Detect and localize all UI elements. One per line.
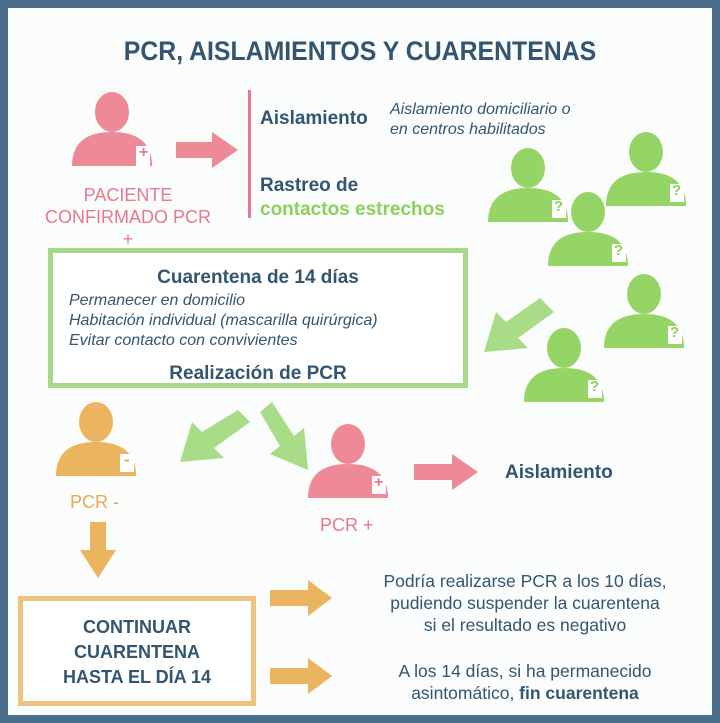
quarantine-item: Habitación individual (mascarilla quirúr… — [69, 312, 378, 329]
question-mark-icon: ? — [614, 242, 624, 259]
patient-label-line1: PACIENTE — [83, 185, 173, 205]
page-title: PCR, AISLAMIENTOS Y CUARENTENAS — [123, 36, 597, 66]
isolation-desc-line2: en centros habilitados — [390, 121, 546, 138]
arrow-patient-to-actions — [176, 132, 238, 168]
minus-sign-icon: - — [124, 450, 130, 469]
quarantine-title: Cuarentena de 14 días — [157, 267, 359, 288]
tracing-line1: Rastreo de — [260, 175, 359, 196]
note-14-line2-text: asintomático, — [411, 683, 520, 703]
sign-tags — [120, 146, 684, 494]
contact-tracing-label: Rastreo de contactos estrechos — [260, 174, 445, 222]
arrow-to-note-14-days — [270, 658, 332, 694]
note-14-days: A los 14 días, si ha permanecido asintom… — [338, 660, 712, 704]
arrow-contacts-to-quarantine — [484, 298, 554, 352]
patient-label-line2: CONFIRMADO PCR + — [45, 207, 211, 249]
end-quarantine-text: fin cuarentena — [519, 683, 639, 703]
continue-line1: CONTINUAR — [83, 617, 191, 637]
note-10-line3: si el resultado es negativo — [423, 615, 627, 635]
pcr-test-label: Realización de PCR — [169, 363, 347, 384]
continue-quarantine-box: CONTINUAR CUARENTENA HASTA EL DÍA 14 — [18, 596, 256, 706]
isolation-description: Aislamiento domiciliario o en centros ha… — [390, 100, 571, 140]
isolation-desc-line1: Aislamiento domiciliario o — [390, 101, 571, 118]
note-14-line2: asintomático, fin cuarentena — [338, 682, 712, 704]
patient-confirmed-label: PACIENTE CONFIRMADO PCR + — [38, 184, 218, 250]
continue-quarantine-text: CONTINUAR CUARENTENA HASTA EL DÍA 14 — [23, 615, 251, 690]
plus-sign-icon: + — [374, 474, 384, 491]
question-mark-icon: ? — [590, 378, 600, 395]
continue-line3: HASTA EL DÍA 14 — [62, 667, 212, 687]
arrow-positive-to-isolation — [414, 454, 478, 490]
note-10-days: Podría realizarse PCR a los 10 días, pud… — [338, 570, 712, 636]
divider-line — [248, 90, 251, 218]
infographic-frame: + ? ? ? ? ? - + PCR, AISLAMIENTOS Y CUAR… — [8, 8, 712, 715]
question-mark-icon: ? — [554, 198, 564, 215]
quarantine-box: Cuarentena de 14 días Permanecer en domi… — [48, 248, 468, 388]
arrow-to-note-10-days — [270, 580, 332, 616]
plus-sign-icon: + — [139, 144, 149, 161]
quarantine-item: Evitar contacto con convivientes — [69, 332, 298, 349]
quarantine-item: Permanecer en domicilio — [69, 292, 246, 309]
pcr-positive-label: PCR + — [320, 515, 374, 535]
pcr-negative-label: PCR - — [70, 492, 119, 512]
note-10-line2: pudiendo suspender la cuarentena — [390, 593, 660, 613]
quarantine-items: Permanecer en domicilio Habitación indiv… — [69, 291, 378, 351]
note-14-line1: A los 14 días, si ha permanecido — [398, 661, 652, 681]
arrow-negative-down — [80, 522, 116, 578]
isolation-result-label: Aislamiento — [505, 462, 613, 483]
diagram-graphics — [56, 92, 686, 694]
question-mark-icon: ? — [670, 324, 680, 341]
note-10-line1: Podría realizarse PCR a los 10 días, — [383, 571, 667, 591]
isolation-label: Aislamiento — [260, 108, 368, 129]
arrow-quarantine-to-positive — [260, 402, 308, 470]
tracing-line2: contactos estrechos — [260, 199, 445, 220]
question-mark-icon: ? — [672, 182, 682, 199]
continue-line2: CUARENTENA — [74, 642, 200, 662]
arrow-quarantine-to-negative — [180, 410, 250, 462]
